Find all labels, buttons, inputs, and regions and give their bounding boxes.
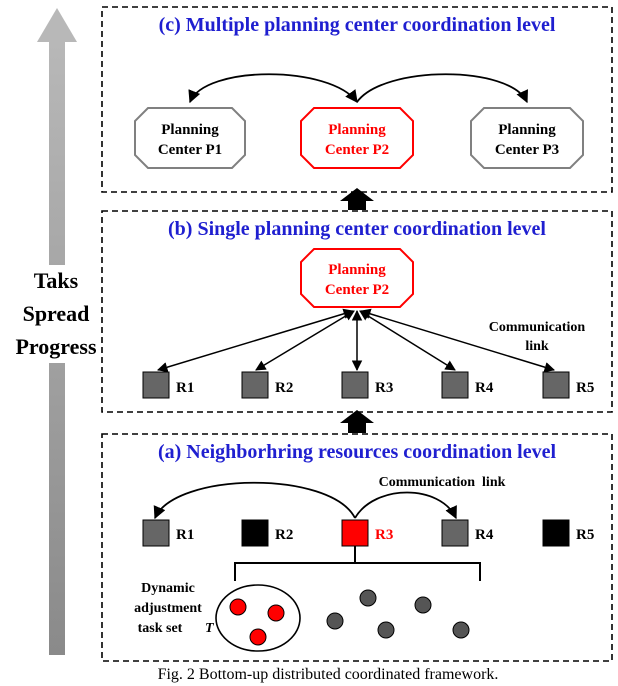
link-p2-r2 — [255, 310, 355, 371]
level-b: (b) Single planning center coordination … — [101, 210, 613, 413]
task-gray-4 — [414, 596, 432, 614]
level-up-arrow-b-c — [340, 188, 374, 210]
planning-center-p2-b-line2: Center P2 — [325, 282, 389, 298]
task-red-3 — [249, 628, 267, 646]
planning-center-p2-b-line1: Planning — [328, 262, 386, 278]
planning-center-p1-shape — [134, 107, 246, 169]
planning-center-p1-line1: Planning — [161, 122, 219, 138]
level-b-title: (b) Single planning center coordination … — [168, 218, 546, 240]
planning-center-p3-line1: Planning — [498, 122, 556, 138]
task-gray-2 — [359, 589, 377, 607]
resource-b-r3-label: R3 — [375, 380, 393, 396]
progress-label-line2: Spread — [23, 301, 90, 326]
link-p2-r1 — [156, 308, 355, 373]
resource-a-r2 — [241, 519, 269, 547]
task-gray-3 — [377, 621, 395, 639]
task-red-2 — [267, 604, 285, 622]
resource-a-r5 — [542, 519, 570, 547]
comm-label-a: Communication link — [379, 475, 506, 490]
coordination-arrow-p1-p2 — [188, 73, 358, 104]
progress-label-line3: Progress — [15, 334, 96, 359]
resource-b-r2 — [241, 371, 269, 399]
level-up-arrow-a-b — [340, 410, 374, 433]
planning-center-p2-b-shape — [300, 248, 414, 308]
comm-arrow-r3-r4 — [354, 491, 457, 520]
resource-b-r3 — [341, 371, 369, 399]
level-a-box — [101, 433, 613, 662]
level-a-title: (a) Neighborhring resources coordination… — [158, 441, 557, 463]
task-set-label-line1: Dynamic — [141, 581, 195, 596]
comm-label-b-line2: link — [525, 339, 549, 354]
task-red-1 — [229, 598, 247, 616]
planning-center-p2-line2: Center P2 — [325, 142, 389, 158]
resource-a-r5-label: R5 — [576, 527, 594, 543]
resource-b-r1 — [142, 371, 170, 399]
link-p2-r5 — [359, 308, 556, 373]
progress-label-line1: Taks — [34, 268, 79, 293]
task-gray-1 — [326, 612, 344, 630]
planning-center-p3-line2: Center P3 — [495, 142, 559, 158]
planning-center-p2-shape — [300, 107, 414, 169]
task-set-label-line3: task set — [138, 621, 183, 636]
link-p2-r4 — [359, 310, 456, 371]
resource-b-r1-label: R1 — [176, 380, 194, 396]
resource-b-r4-label: R4 — [475, 380, 494, 396]
coordination-arrow-p2-p3 — [356, 73, 528, 104]
planning-center-p1-line2: Center P1 — [158, 142, 222, 158]
planning-center-p2-line1: Planning — [328, 122, 386, 138]
figure-caption: Fig. 2 Bottom-up distributed coordinated… — [158, 666, 499, 683]
task-bracket — [234, 546, 481, 581]
resource-a-r4 — [441, 519, 469, 547]
resource-b-r2-label: R2 — [275, 380, 293, 396]
resource-a-r3 — [341, 519, 369, 547]
resource-b-r4 — [441, 371, 469, 399]
level-c: (c) Multiple planning center coordinatio… — [101, 6, 613, 193]
resource-b-r5-label: R5 — [576, 380, 594, 396]
level-a: (a) Neighborhring resources coordination… — [101, 433, 613, 662]
resource-a-r2-label: R2 — [275, 527, 293, 543]
comm-label-b-line1: Communication — [489, 320, 586, 335]
planning-center-p3-shape — [470, 107, 584, 169]
comm-arrow-r3-r1 — [153, 481, 356, 520]
level-c-title: (c) Multiple planning center coordinatio… — [159, 14, 556, 36]
progress-label-bg — [2, 265, 100, 363]
resource-a-r3-label: R3 — [375, 527, 393, 543]
task-set-label-line2: adjustment — [134, 601, 202, 616]
resource-a-r4-label: R4 — [475, 527, 494, 543]
resource-a-r1-label: R1 — [176, 527, 194, 543]
resource-b-r5 — [542, 371, 570, 399]
resource-a-r1 — [142, 519, 170, 547]
task-gray-5 — [452, 621, 470, 639]
task-set-symbol: T — [205, 621, 215, 636]
